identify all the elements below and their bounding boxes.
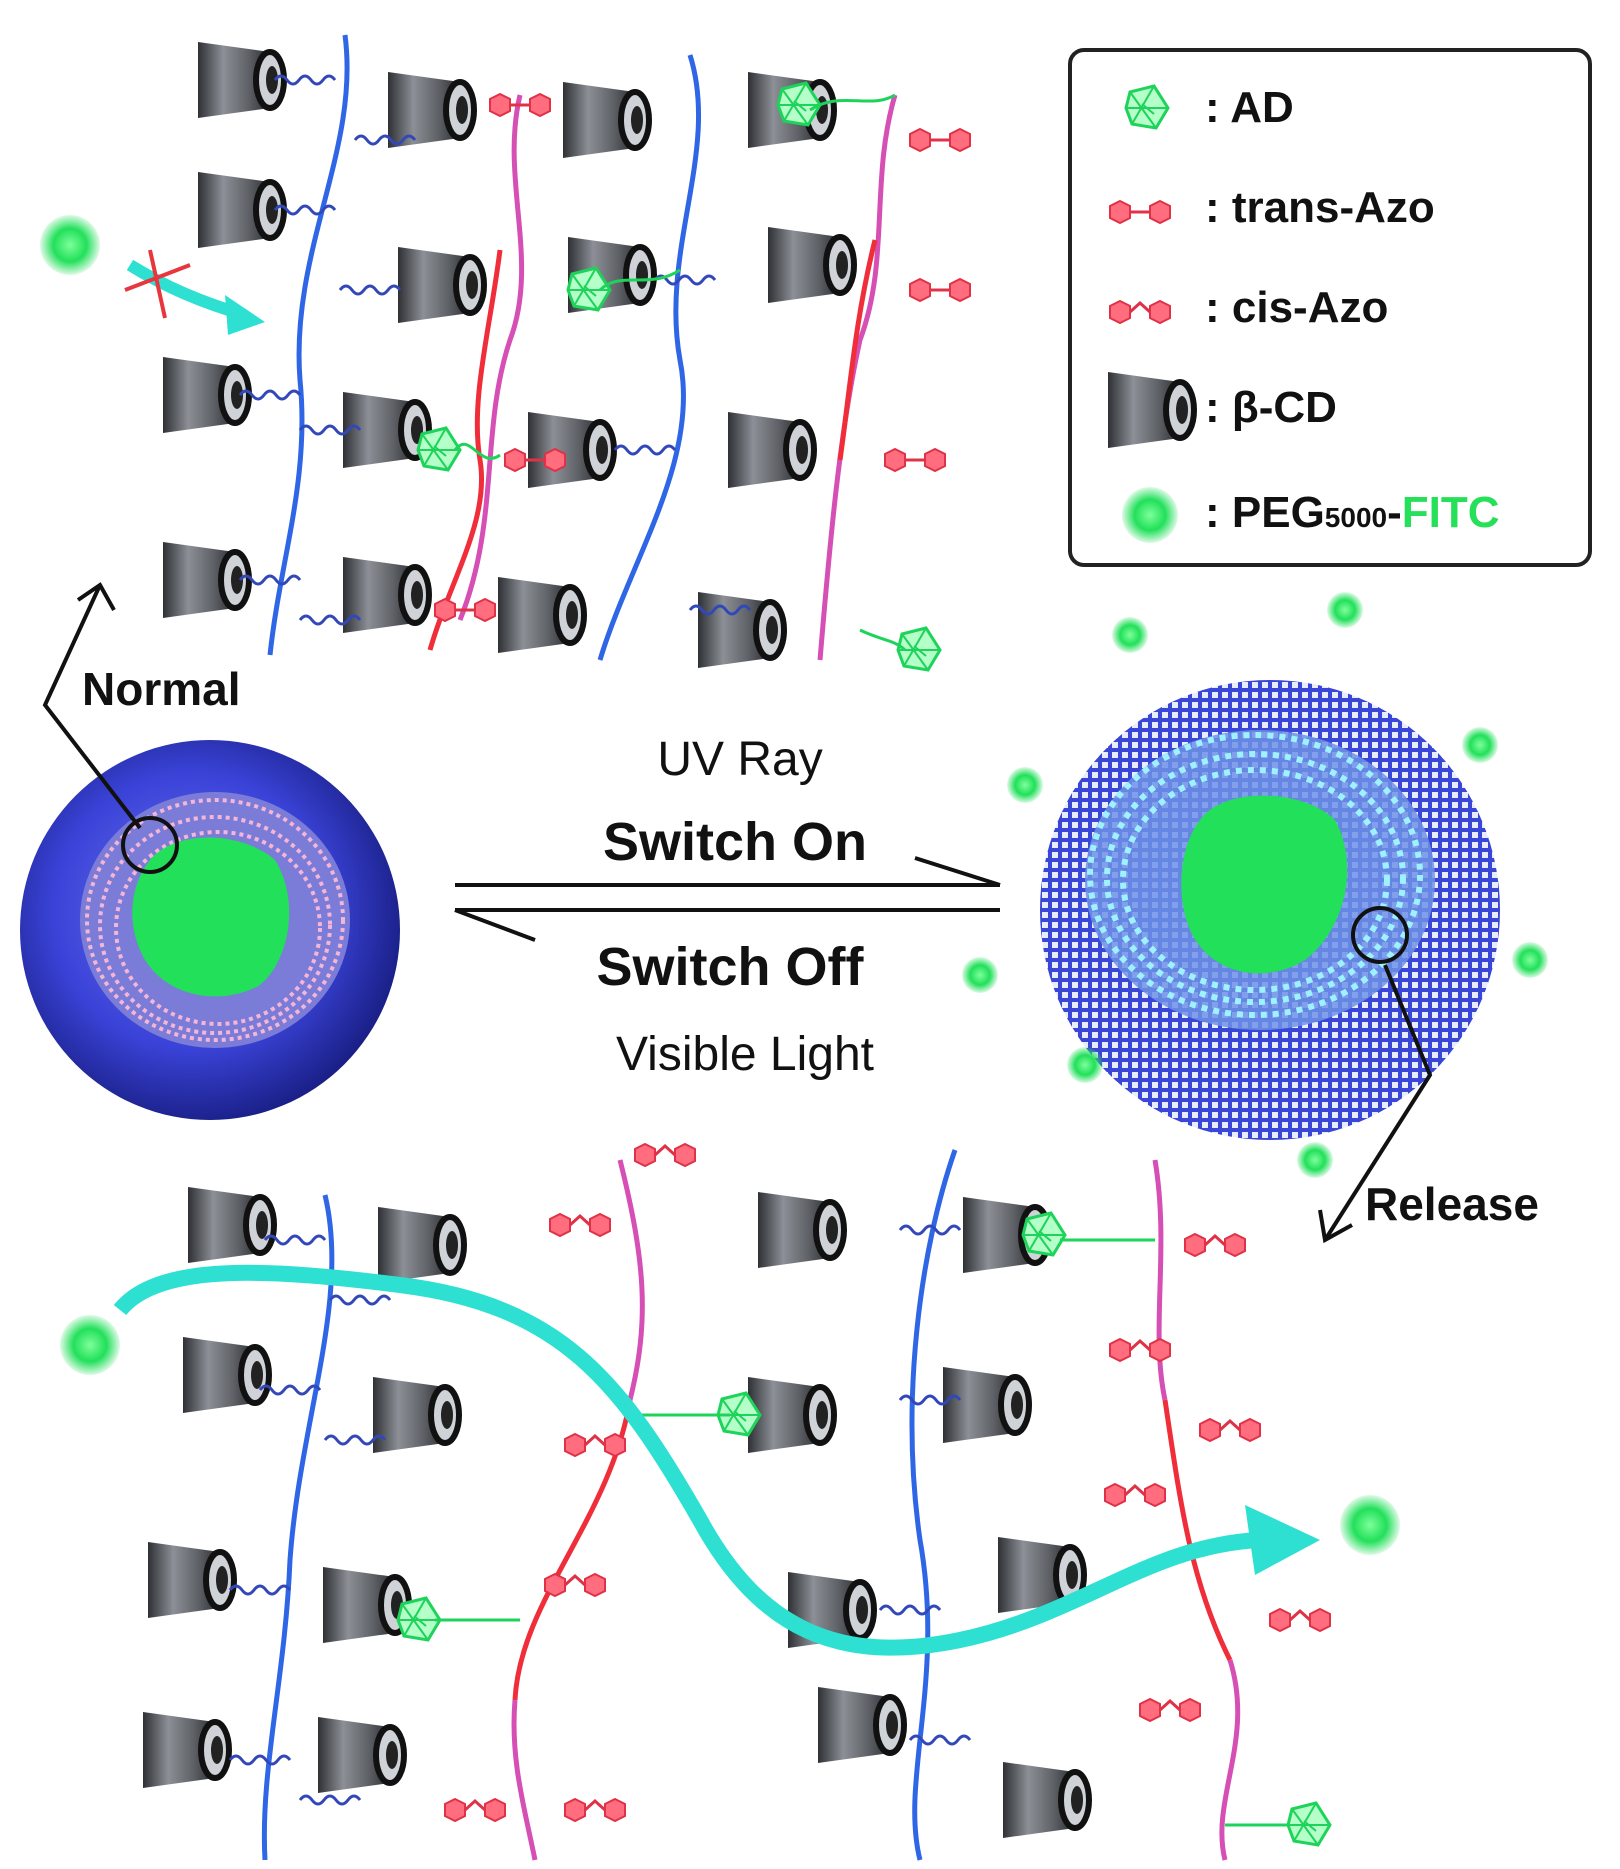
released-peg-fitc [1067,1047,1103,1083]
pink-chain [1219,1659,1241,1861]
cis-azo [1103,1482,1167,1508]
beta-cd [498,577,584,653]
released-peg-fitc [1297,1142,1333,1178]
cis-azo [1108,1337,1172,1363]
zoom-pointer-normal [42,584,142,830]
pink-chain [457,94,525,621]
legend-label-peg-fitc: : PEG5000-FITC [1205,488,1500,537]
beta-cd [143,1712,229,1788]
peg-fitc-icon [1122,487,1178,543]
pink-chain [817,94,898,661]
beta-cd [758,1192,844,1268]
cis-azo [563,1797,627,1823]
released-peg-fitc [1112,617,1148,653]
beta-cd [398,247,484,323]
diffusion-path-arrow [113,1264,1261,1656]
beta-cd [388,72,474,148]
beta-cd [198,42,284,118]
trans-azo [908,127,972,153]
released-peg-fitc [1462,727,1498,763]
beta-cd [188,1187,274,1263]
switch-on-label: Switch On [603,812,867,872]
visible-light-label: Visible Light [616,1028,874,1081]
adamantane [396,1596,442,1642]
legend-label-trans-azo: : trans-Azo [1205,183,1435,232]
legend: : AD : trans-Azo : cis-Azo : β-CD : PEG5… [1068,48,1592,567]
beta-cd [728,412,814,488]
cis-azo [563,1432,627,1458]
released-peg-fitc [962,957,998,993]
released-peg-fitc [1512,942,1548,978]
switch-off-label: Switch Off [597,937,865,997]
beta-cd [818,1687,904,1763]
peg-fitc-dot [1340,1495,1400,1555]
cis-azo [1198,1417,1262,1443]
adamantane [1021,1211,1067,1257]
release-particle [1040,680,1500,1140]
cis-azo [1268,1607,1332,1633]
beta-cd [183,1337,269,1413]
released-peg-fitc [1327,592,1363,628]
release-label: Release [1365,1178,1539,1230]
top-network [40,34,972,672]
beta-cd [343,392,429,468]
beta-cd [163,542,249,618]
released-peg-fitc [1007,767,1043,803]
cis-azo [443,1797,507,1823]
blue-chain [909,1149,958,1861]
beta-cd [318,1717,404,1793]
beta-cd [1003,1762,1089,1838]
legend-label-beta-cd: : β-CD [1205,383,1337,432]
uv-ray-label: UV Ray [657,733,822,786]
cis-azo [633,1142,697,1168]
cis-azo [543,1572,607,1598]
normal-label: Normal [82,663,240,715]
beta-cd [373,1377,459,1453]
adamantane [1286,1801,1332,1847]
pink-chain [617,1159,645,1401]
beta-cd [198,172,284,248]
normal-particle [20,740,400,1120]
beta-cyclodextrin-icon [1108,372,1194,448]
equilibrium-arrows [454,856,1001,942]
red-chain [1162,1399,1233,1662]
beta-cd [943,1367,1029,1443]
beta-cd [698,592,784,668]
beta-cd [528,412,614,488]
legend-label-ad: : AD [1205,83,1294,132]
red-chain [427,249,503,651]
beta-cd [768,227,854,303]
legend-label-cis-azo: : cis-Azo [1205,283,1388,332]
beta-cd [163,357,249,433]
cis-azo [548,1212,612,1238]
trans-azo [908,277,972,303]
red-chain [837,239,878,461]
beta-cd [563,82,649,158]
blue-chain [261,1194,335,1861]
cis-azo [1183,1232,1247,1258]
bottom-network [60,1142,1400,1861]
peg-fitc-dot [60,1315,120,1375]
pink-chain [1152,1159,1168,1401]
cross-mark-icon [124,249,191,319]
cis-azo [1138,1697,1202,1723]
blue-chain [267,34,350,656]
beta-cd [343,557,429,633]
zoom-pointer-release [1323,964,1433,1242]
beta-cd [378,1207,464,1283]
pink-chain [511,1699,538,1861]
trans-azo [883,447,947,473]
blue-chain [597,54,702,661]
beta-cd [148,1542,234,1618]
beta-cd [323,1567,409,1643]
adamantane [416,426,462,472]
peg-fitc-dot [40,215,100,275]
